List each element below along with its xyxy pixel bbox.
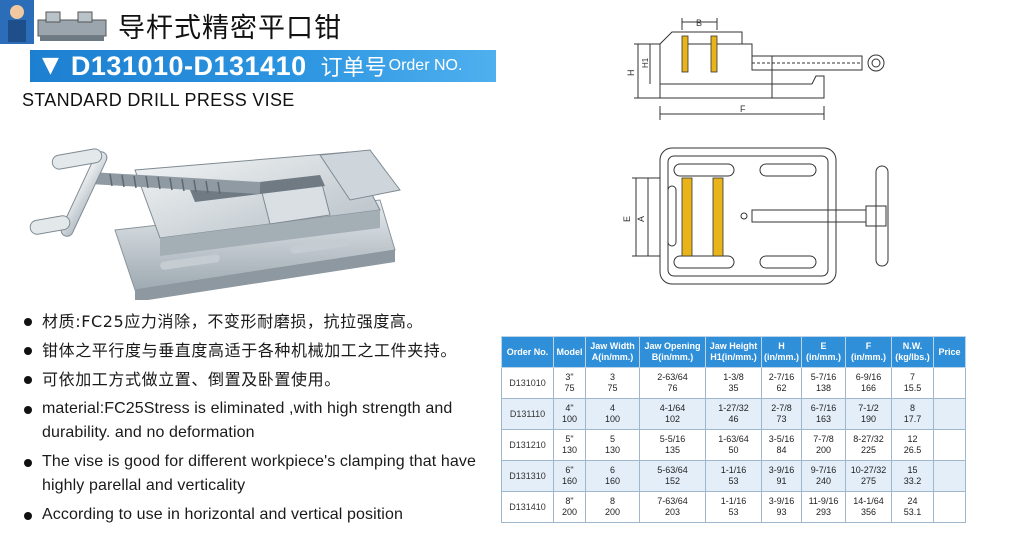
bullet-icon: [24, 459, 32, 467]
feature-item: 钳体之平行度与垂直度高适于各种机械加工之工件夹持。: [20, 341, 498, 360]
cell-order-no: D131410: [501, 491, 554, 523]
feature-item: The vise is good for different workpiece…: [20, 450, 498, 498]
feature-item: 可依加工方式做立置、倒置及卧置使用。: [20, 370, 498, 389]
cell-order-no: D131110: [501, 398, 554, 430]
feature-item: material:FC25Stress is eliminated ,with …: [20, 397, 498, 445]
feature-list: 材质:FC25应力消除，不变形耐磨损，抗拉强度高。 钳体之平行度与垂直度高适于各…: [20, 312, 498, 532]
product-subtitle: STANDARD DRILL PRESS VISE: [22, 90, 295, 110]
vise-logo-icon: [0, 0, 107, 44]
header-e: E(in/mm.): [801, 336, 846, 368]
dim-label-h1: H1: [641, 57, 650, 68]
header-h: H(in/mm.): [761, 336, 802, 368]
cell-order-no: D131310: [501, 460, 554, 492]
feature-item: 材质:FC25应力消除，不变形耐磨损，抗拉强度高。: [20, 312, 498, 331]
drill-press-vise-image: [29, 148, 401, 300]
order-number-banner: ▼ D131010-D131410 订单号 Order NO.: [30, 50, 496, 82]
cell-order-no: D131210: [501, 429, 554, 461]
dim-label-h: H: [626, 70, 636, 77]
page-title: 导杆式精密平口钳: [118, 13, 342, 44]
cell-price: [933, 460, 966, 492]
cell-price: [933, 491, 966, 523]
cell-model: 5"130: [553, 429, 586, 461]
cell-price: [933, 398, 966, 430]
header-net-weight: N.W.(kg/lbs.): [891, 336, 934, 368]
header-f: F(in/mm.): [845, 336, 892, 368]
feature-item: According to use in horizontal and verti…: [20, 503, 498, 527]
cell-model: 6"160: [553, 460, 586, 492]
order-label-en: Order NO.: [388, 57, 463, 74]
header-model: Model: [553, 336, 586, 368]
cell-price: [933, 429, 966, 461]
cell-model: 3"75: [553, 367, 586, 399]
bullet-icon: [24, 376, 32, 384]
cell-price: [933, 367, 966, 399]
cell-order-no: D131010: [501, 367, 554, 399]
header-order-no: Order No.: [501, 336, 554, 368]
bullet-icon: [24, 347, 32, 355]
dim-label-b: B: [696, 18, 702, 28]
order-label-cn: 订单号: [320, 56, 387, 81]
dim-label-a: A: [636, 216, 646, 222]
header-price: Price: [933, 336, 966, 368]
cell-model: 8"200: [553, 491, 586, 523]
triangle-down-icon: ▼: [42, 53, 59, 78]
bullet-icon: [24, 512, 32, 520]
side-view-dimension-drawing: B H H1 F: [626, 18, 885, 120]
cell-model: 4"100: [553, 398, 586, 430]
top-view-dimension-drawing: E A: [622, 147, 889, 285]
dim-label-f: F: [740, 104, 746, 114]
dim-label-e: E: [622, 216, 632, 222]
bullet-icon: [24, 318, 32, 326]
order-range: D131010-D131410: [70, 50, 307, 81]
bullet-icon: [24, 406, 32, 414]
